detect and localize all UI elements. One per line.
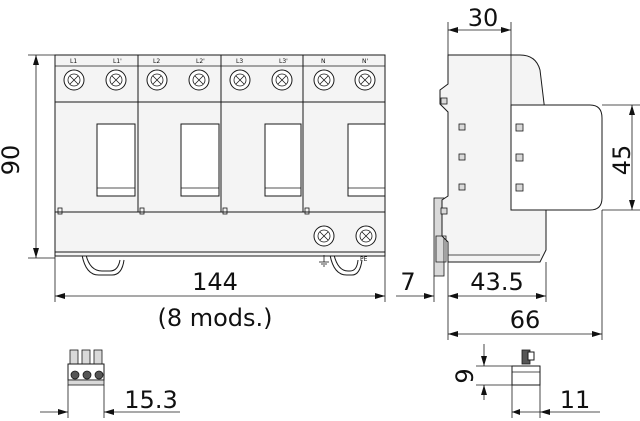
dim-side-height-label: 45 xyxy=(608,145,636,176)
dim-side-total-label: 66 xyxy=(510,306,541,334)
dim-small-height-label: 9 xyxy=(451,368,479,383)
terminal-screw xyxy=(63,69,85,91)
terminal-label-l1: L1 xyxy=(70,58,77,65)
module-window xyxy=(180,123,220,197)
pe-terminal-screw xyxy=(355,225,377,247)
dim-connector-label: 15.3 xyxy=(124,386,177,414)
front-view: L1 L1' L2 L2' L3 L3' N N' xyxy=(54,54,386,276)
terminal-label-n: N xyxy=(321,58,326,65)
terminal-screw xyxy=(229,69,251,91)
pe-terminal-screw xyxy=(313,225,335,247)
dim-modules-label: (8 mods.) xyxy=(157,304,272,332)
module-window xyxy=(347,123,386,197)
terminal-screw xyxy=(105,69,127,91)
dimension-side-total: 66 xyxy=(448,210,603,340)
dimension-small-height: 9 xyxy=(451,344,512,400)
ground-icon xyxy=(319,255,329,267)
small-part-view xyxy=(511,349,541,386)
dimension-width: 144 (8 mods.) xyxy=(54,256,386,332)
terminal-screw xyxy=(313,69,335,91)
terminal-label-l3-prime: L3' xyxy=(279,58,288,65)
terminal-screw xyxy=(354,69,376,91)
terminal-screw xyxy=(146,69,168,91)
terminal-label-l3: L3 xyxy=(236,58,243,65)
connector-view xyxy=(67,349,105,386)
dim-side-mid-label: 43.5 xyxy=(470,268,523,296)
dim-side-top-label: 30 xyxy=(468,4,499,32)
dimension-height: 90 xyxy=(0,54,55,259)
side-view xyxy=(433,54,603,277)
terminal-screw xyxy=(188,69,210,91)
module-window xyxy=(264,123,302,197)
dimension-side-top: 30 xyxy=(447,4,512,105)
dim-width-label: 144 xyxy=(192,268,238,296)
dim-rail-gap-label: 7 xyxy=(400,268,415,296)
dimension-connector: 15.3 xyxy=(40,385,180,418)
dim-small-width-label: 11 xyxy=(560,386,591,414)
dim-height-label: 90 xyxy=(0,145,25,176)
terminal-label-n-prime: N' xyxy=(362,58,368,65)
dimension-small-width: 11 xyxy=(511,385,600,418)
dimension-side-height: 45 xyxy=(602,104,640,211)
terminal-label-l1-prime: L1' xyxy=(113,58,122,65)
terminal-label-l2: L2 xyxy=(153,58,160,65)
dimension-side-mid: 7 43.5 xyxy=(396,262,547,340)
terminal-screw xyxy=(271,69,293,91)
pe-label: PE xyxy=(360,256,368,263)
module-window xyxy=(96,123,136,197)
terminal-label-l2-prime: L2' xyxy=(196,58,205,65)
